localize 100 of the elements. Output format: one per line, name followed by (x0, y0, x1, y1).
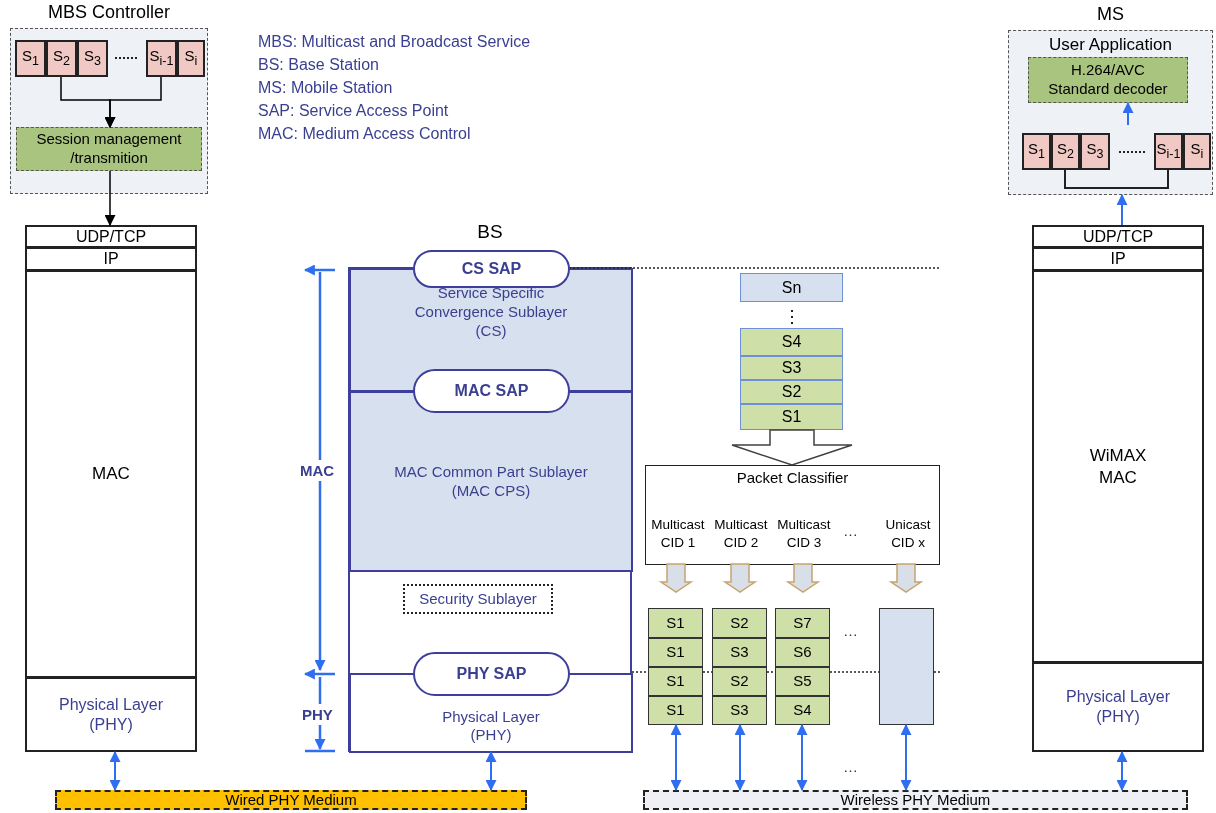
queue-packet-box (775, 667, 830, 696)
queue-packet-box (648, 667, 703, 696)
node-text: IP (1110, 249, 1126, 269)
arrow (104, 170, 116, 227)
node-text: S$_{3}$ (1086, 140, 1104, 163)
block-arrow (731, 429, 853, 466)
ellipsis: … (843, 758, 858, 775)
node-text: S6 (793, 643, 812, 662)
queue-packet-box (648, 608, 703, 638)
legend-text: MBS: Multicast and Broadcast Service (258, 33, 531, 51)
node-text: Physical Layer (PHY) (441, 707, 541, 745)
stream-box (46, 40, 77, 77)
node-text: S$_{2}$ (53, 47, 70, 70)
block-arrow (658, 563, 694, 593)
arrow (1116, 193, 1128, 226)
classifier-box (645, 465, 940, 565)
protocol-layer-box (25, 247, 197, 271)
node-text: UDP/TCP (75, 226, 147, 247)
double-arrow (796, 723, 808, 792)
queue-packet-box (712, 696, 767, 725)
node-text: S$_{1}$ (22, 47, 39, 70)
legend-text: MS: Mobile Station (258, 79, 393, 97)
node-text: S4 (781, 332, 802, 352)
block-arrow (888, 563, 924, 593)
dimension-label: MAC (300, 460, 335, 481)
legend-text: SAP: Service Access Point (258, 102, 449, 120)
ellipsis: … (843, 522, 858, 539)
node-text: S3 (730, 643, 749, 662)
node-text: Physical Layer (PHY) (1064, 687, 1171, 727)
node-text: Sn (781, 277, 802, 298)
legend-text: BS: Base Station (258, 56, 379, 74)
node-text: S1 (666, 643, 685, 662)
node-text: Session management /transmition (35, 130, 183, 168)
node-text: Service Specific Convergence Sublayer (CS) (413, 284, 569, 341)
double-arrow (485, 750, 497, 792)
sublayer-box (403, 584, 553, 614)
physical-layer-box (1032, 662, 1204, 752)
dimension-label: PHY (302, 704, 333, 725)
node-text: PHY SAP (456, 664, 527, 684)
stream-box (1051, 133, 1080, 170)
node-text: S3 (730, 701, 749, 720)
cid-label: Multicast CID 1 (646, 512, 710, 556)
packet-box (740, 273, 843, 302)
node-text: S$_{i}$ (184, 47, 198, 70)
node-text: S2 (781, 382, 802, 402)
packet-box (740, 328, 843, 356)
node-text: S1 (666, 701, 685, 720)
queue-packet-box (648, 638, 703, 667)
group-title: MS (1096, 4, 1125, 25)
node-text: S$_{i-1}$ (149, 47, 174, 70)
sap-pill (413, 652, 570, 696)
node-text: S1 (781, 407, 802, 427)
stream-box (77, 40, 108, 77)
queue-packet-box (775, 638, 830, 667)
stream-box (177, 40, 205, 77)
stream-box (1183, 133, 1211, 170)
queue-packet-box (712, 667, 767, 696)
packet-box (740, 380, 843, 404)
mac-layer-box (1032, 270, 1204, 663)
node-text: S2 (730, 672, 749, 691)
node-text: S$_{1}$ (1028, 140, 1045, 163)
double-arrow (670, 723, 682, 792)
protocol-layer-box (1032, 247, 1204, 271)
double-arrow (1116, 750, 1128, 792)
node-text: S7 (793, 613, 812, 633)
stream-box (1080, 133, 1110, 170)
node-text: S$_{i}$ (1190, 140, 1204, 163)
arrow (1122, 101, 1134, 126)
node-text: MAC Common Part Sublayer (MAC CPS) (393, 462, 589, 501)
node-text: MAC (92, 463, 130, 485)
stream-box (1022, 133, 1051, 170)
process-box (16, 127, 202, 171)
queue-packet-box (712, 638, 767, 667)
protocol-layer-box (1032, 225, 1204, 248)
double-arrow (109, 750, 121, 792)
section-title: Packet Classifier (736, 469, 849, 488)
cid-label: Unicast CID x (876, 512, 940, 556)
queue-box (879, 608, 934, 725)
double-arrow (900, 723, 912, 792)
node-text: Wireless PHY Medium (840, 790, 991, 810)
group-title: MBS Controller (46, 2, 171, 23)
stream-box (146, 40, 177, 77)
node-text: UDP/TCP (1082, 226, 1154, 247)
node-text: H.264/AVC Standard decoder (1047, 61, 1169, 99)
node-text: S2 (730, 613, 749, 633)
queue-packet-box (712, 608, 767, 638)
node-text: S1 (666, 613, 685, 633)
mac-layer-box (25, 270, 197, 678)
packet-box (740, 404, 843, 430)
sap-pill (413, 250, 570, 288)
group-title: BS (476, 221, 504, 243)
ellipsis: … (843, 622, 858, 639)
cid-label: Multicast CID 2 (709, 512, 773, 556)
stream-box (1154, 133, 1183, 170)
legend-text: MAC: Medium Access Control (258, 125, 471, 143)
block-arrow (785, 563, 821, 593)
node-text: S5 (793, 672, 812, 691)
double-arrow (734, 723, 746, 792)
node-text: S$_{i-1}$ (1156, 140, 1181, 163)
arrow (104, 76, 162, 129)
